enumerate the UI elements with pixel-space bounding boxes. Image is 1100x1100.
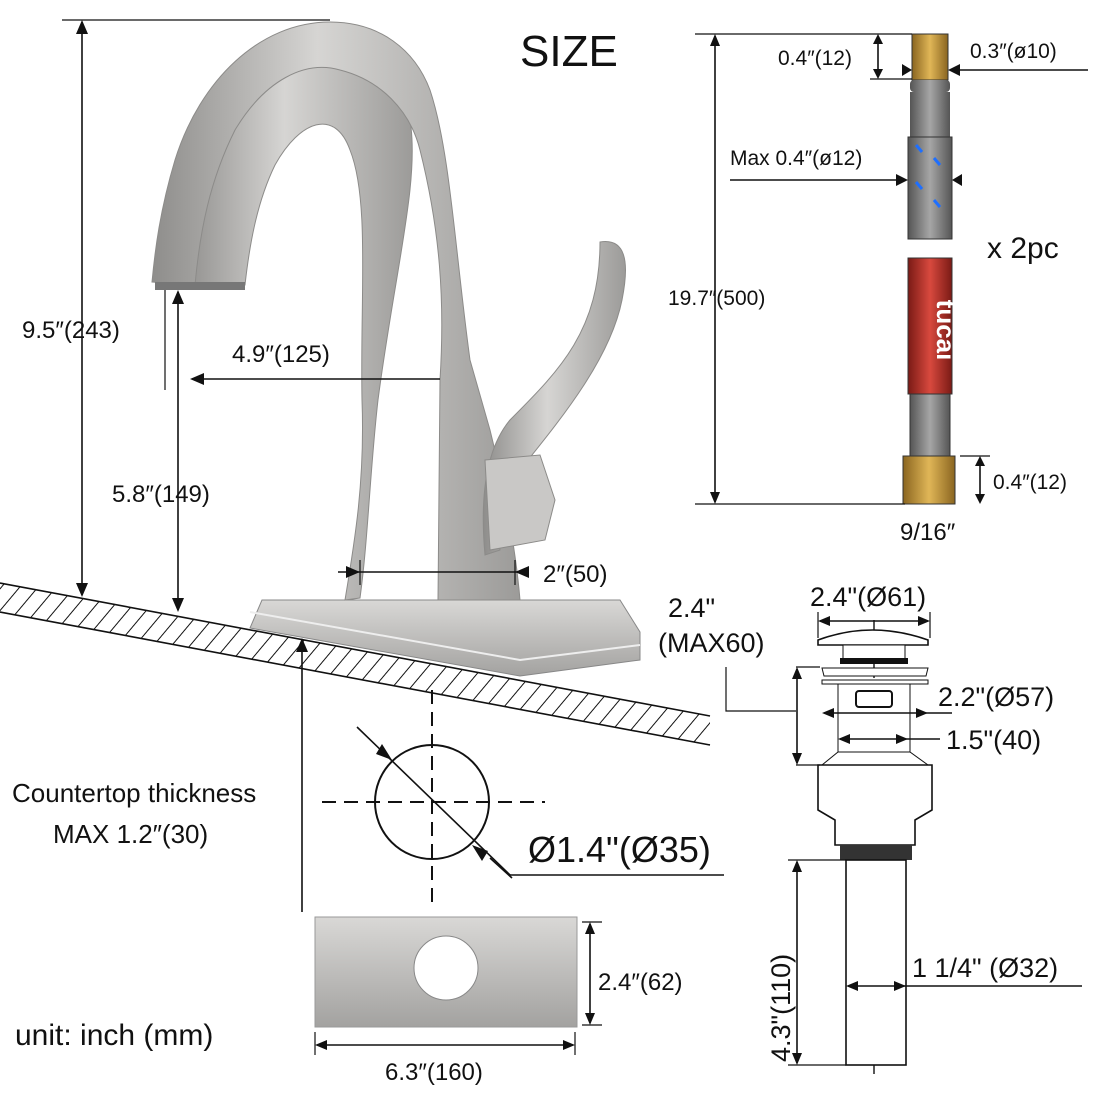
unit-label: unit: inch (mm) — [15, 1019, 213, 1052]
countertop-max-label: MAX 1.2″(30) — [53, 819, 208, 849]
thread-label: 9/16″ — [900, 519, 956, 546]
plate-depth-label: 2.4″(62) — [598, 969, 683, 996]
flange-diameter-label: 2.2"(Ø57) — [938, 682, 1054, 712]
drain-dimensions: 2.4"(Ø61) 2.4" (MAX60) 2.2"(Ø57) 1.5"(40… — [658, 582, 1082, 1066]
cap-diameter-label: 2.4"(Ø61) — [810, 582, 926, 612]
countertop-thickness-dimension: Countertop thickness MAX 1.2″(30) — [12, 638, 308, 912]
drain-illustration — [817, 620, 933, 1080]
title: SIZE — [520, 27, 618, 76]
spout-height-label: 5.8″(149) — [112, 481, 210, 508]
hose-illustration: tucai — [902, 33, 961, 505]
deck-plate-detail: 2.4″(62) 6.3″(160) — [314, 916, 683, 1086]
max-thickness-line1: 2.4" — [668, 593, 715, 623]
top-nut-height-label: 0.4″(12) — [778, 47, 852, 70]
quantity-label: x 2pc — [987, 232, 1059, 265]
mounting-hole-diagram: Ø1.4"(Ø35) — [322, 690, 724, 910]
height-label: 9.5″(243) — [22, 317, 120, 344]
inlet-diameter-label: 0.3″(ø10) — [970, 40, 1057, 63]
faucet-illustration — [151, 21, 627, 601]
hose-brand-logo: tucai — [931, 300, 961, 361]
hole-diameter-label: Ø1.4"(Ø35) — [528, 829, 711, 870]
countertop-label: Countertop thickness — [12, 778, 256, 808]
bottom-nut-height-label: 0.4″(12) — [993, 471, 1067, 494]
tail-length-label: 4.3"(110) — [766, 954, 796, 1062]
tail-diameter-label: 1 1/4" (Ø32) — [912, 953, 1058, 983]
hose-dimensions: 19.7″(500) 0.4″(12) 0.3″(ø10) Max 0.4″(ø… — [668, 33, 1088, 546]
max-thickness-line2: (MAX60) — [658, 628, 765, 658]
reach-label: 4.9″(125) — [232, 341, 330, 368]
body-diameter-label: 1.5"(40) — [946, 725, 1041, 755]
hose-max-diameter-label: Max 0.4″(ø12) — [730, 147, 862, 170]
base-width-label: 2″(50) — [543, 561, 608, 588]
faucet-dimensions: 9.5″(243) 4.9″(125) 5.8″(149) 2″(50) — [22, 19, 608, 612]
countertop — [0, 582, 711, 746]
hose-length-label: 19.7″(500) — [668, 287, 765, 310]
deck-plate-installed — [249, 599, 641, 677]
plate-width-label: 6.3″(160) — [385, 1059, 483, 1086]
